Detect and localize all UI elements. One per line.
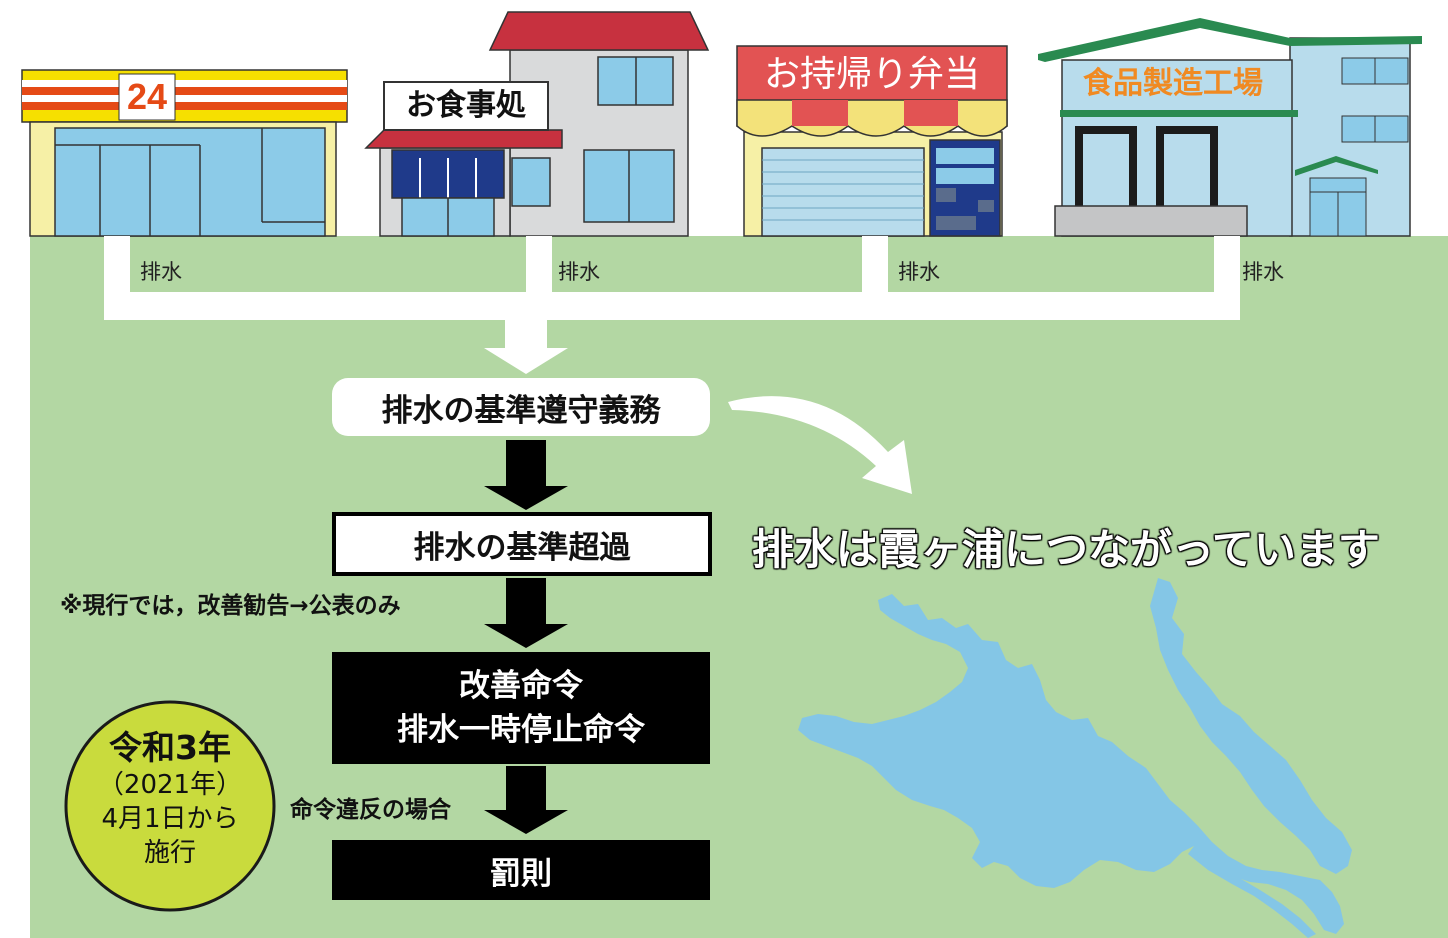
lake-kasumigaura-map [798,578,1352,934]
order-box: 改善命令 排水一時停止命令 [332,652,710,764]
food-factory-illustration [1038,18,1422,237]
food-factory-sign: 食品製造工場 [1083,66,1263,101]
obligation-box: 排水の基準遵守義務 [332,378,710,436]
lake-outlet-river [1188,846,1316,938]
flow-arrow-1 [484,440,568,510]
drain-label-bento: 排水 [898,260,940,284]
order-line-2: 排水一時停止命令 [397,712,645,748]
order-line-1: 改善命令 [459,668,583,704]
drain-label-restaurant: 排水 [558,260,600,284]
exceed-box: 排水の基準超過 [332,512,712,576]
badge-line-1: 令和3年 [109,728,231,767]
current-law-note: ※現行では，改善勧告→公表のみ [60,593,401,619]
violation-note: 命令違反の場合 [290,797,451,823]
effective-date-badge-circle [64,700,276,912]
curved-arrow [728,396,912,494]
flow-arrow-3 [484,766,568,834]
restaurant-sign: お食事処 [406,88,526,123]
badge-line-4: 施行 [143,838,196,868]
flow-arrow-2 [484,578,568,648]
drain-label-convenience: 排水 [140,260,182,284]
badge-line-3: 4月1日から [101,804,239,834]
bento-shop-sign: お持帰り弁当 [763,54,980,95]
convenience-store-illustration [21,69,348,237]
bento-shop-illustration [736,45,1008,237]
lake-connection-message: 排水は霞ヶ浦につながっています [752,525,1380,574]
flow-arrow-white [484,320,568,374]
badge-line-2: （2021年） [97,770,243,800]
restaurant-illustration [364,11,710,237]
penalty-box: 罰則 [332,840,710,900]
drainage-pipes [104,236,1240,320]
convenience-store-sign: 24 [126,76,168,117]
drain-label-factory: 排水 [1242,260,1284,284]
effective-date-badge: 令和3年 （2021年） 4月1日から 施行 [66,728,274,870]
